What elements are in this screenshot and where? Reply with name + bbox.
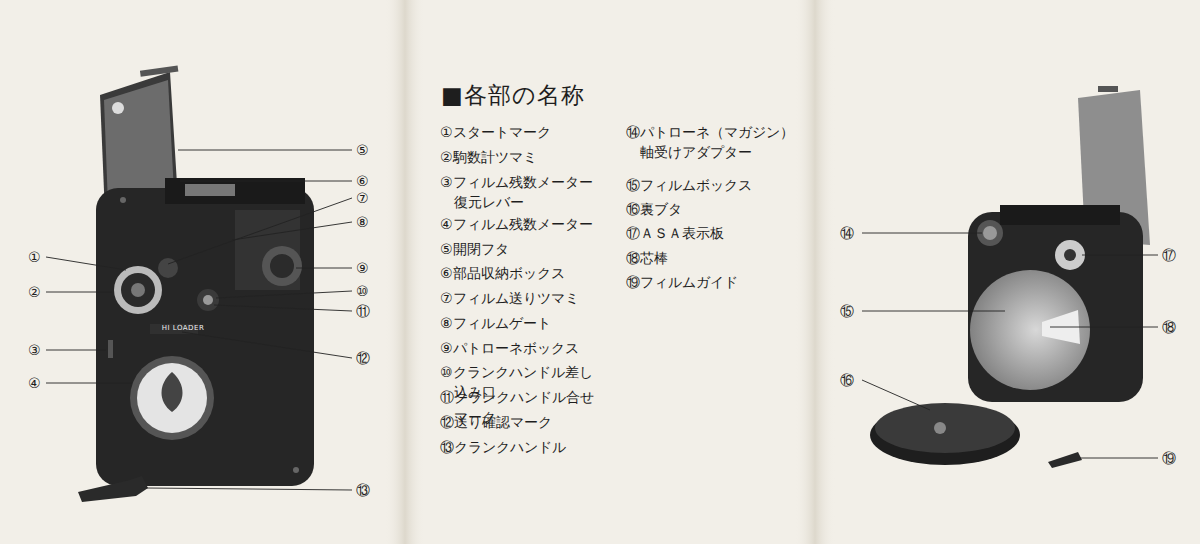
- callout-number: ⑮: [840, 304, 854, 318]
- callout-number: ①: [28, 250, 41, 264]
- part-name: ⑱芯棒: [626, 248, 790, 268]
- part-name: ②駒数計ツマミ: [440, 147, 604, 167]
- part-name: ⑫送り確認マーク: [440, 412, 604, 432]
- part-name: ⑧フィルムゲート: [440, 313, 604, 333]
- callout-number: ③: [28, 343, 41, 357]
- callout-number: ⑰: [1162, 248, 1176, 262]
- callout-number: ⑧: [356, 215, 369, 229]
- part-name: ④フィルム残数メーター: [440, 214, 604, 234]
- loader-front: [78, 66, 314, 502]
- callout-number: ⑪: [356, 304, 370, 318]
- loader-back: [870, 86, 1150, 468]
- part-name: ⑰ＡＳＡ表示板: [626, 223, 790, 243]
- part-name: ⑦フィルム送りツマミ: [440, 288, 604, 308]
- part-name: ③フィルム残数メーター 復元レバー: [440, 172, 604, 213]
- callout-number: ④: [28, 376, 41, 390]
- callout-number: ⑭: [840, 226, 854, 240]
- callout-number: ⑩: [356, 284, 369, 298]
- part-name: ⑭パトローネ（マガジン） 軸受けアダプター: [626, 122, 800, 163]
- diagram-title: ■各部の名称: [441, 79, 585, 112]
- part-name: ⑮フィルムボックス: [626, 175, 790, 195]
- callout-number: ⑥: [356, 174, 369, 188]
- part-name: ⑤開閉フタ: [440, 239, 604, 259]
- leader-lines: [46, 150, 1158, 490]
- part-name: ⑨パトローネボックス: [440, 338, 604, 358]
- callout-number: ⑤: [356, 143, 369, 157]
- part-name: ⑥部品収納ボックス: [440, 263, 604, 283]
- callout-number: ②: [28, 285, 41, 299]
- callout-number: ⑱: [1162, 320, 1176, 334]
- callout-number: ⑦: [356, 191, 369, 205]
- callout-number: ⑯: [840, 373, 854, 387]
- part-name: ⑯裏ブタ: [626, 199, 790, 219]
- brand-mark: HI LOADER: [162, 325, 205, 332]
- callout-number: ⑲: [1162, 451, 1176, 465]
- part-name: ⑬クランクハンドル: [440, 437, 604, 457]
- callout-number: ⑨: [356, 261, 369, 275]
- callout-number: ⑬: [356, 483, 370, 497]
- part-name: ①スタートマーク: [440, 122, 604, 142]
- part-name: ⑲フィルムガイド: [626, 272, 790, 292]
- callout-number: ⑫: [356, 351, 370, 365]
